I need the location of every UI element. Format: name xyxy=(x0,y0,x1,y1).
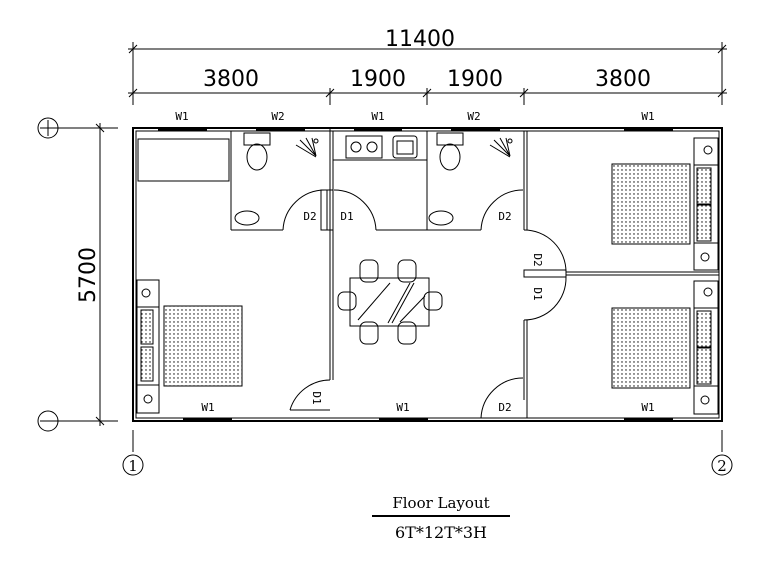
axis-bubble-1 xyxy=(122,454,144,476)
window-label: W1 xyxy=(641,110,654,123)
total-width-dimension: 11400 xyxy=(385,27,455,52)
drawing-spec: 6T*12T*3H xyxy=(395,523,487,542)
window-label: W1 xyxy=(371,110,384,123)
segment-dimension: 3800 xyxy=(203,67,259,92)
shower-icon xyxy=(295,137,319,158)
wardrobe xyxy=(137,138,230,182)
toilet-icon xyxy=(436,132,464,171)
chair-icon xyxy=(337,291,357,311)
door-label: D2 xyxy=(531,253,544,266)
toilet-icon xyxy=(243,132,271,171)
dimension-lines xyxy=(40,42,727,452)
depth-dimension: 5700 xyxy=(76,247,101,303)
window-label: W1 xyxy=(175,110,188,123)
stove-icon xyxy=(345,135,383,159)
chair-icon xyxy=(359,259,379,283)
axis-label-2: 2 xyxy=(717,457,727,475)
segment-dimension: 1900 xyxy=(447,67,503,92)
axis-bubble-bottom xyxy=(37,410,59,432)
axis-bubble-top xyxy=(37,117,59,139)
door-swings xyxy=(282,189,567,419)
door-label: D1 xyxy=(340,210,353,223)
chair-icon xyxy=(359,321,379,345)
window-label: W2 xyxy=(467,110,480,123)
basin-icon xyxy=(428,210,454,226)
window-label: W1 xyxy=(396,401,409,414)
axis-bubble-2 xyxy=(711,454,733,476)
basin-icon xyxy=(234,210,260,226)
chair-icon xyxy=(397,259,417,283)
sink-icon xyxy=(392,135,418,159)
shower-icon xyxy=(489,137,513,158)
door-label: D2 xyxy=(498,210,511,223)
door-label: D2 xyxy=(498,401,511,414)
drawing-title: Floor Layout xyxy=(392,494,489,512)
segment-dimension: 1900 xyxy=(350,67,406,92)
windows xyxy=(158,127,673,422)
door-label: D1 xyxy=(531,287,544,300)
chair-icon xyxy=(423,291,443,311)
bed-lower-right xyxy=(611,280,719,415)
window-label: W2 xyxy=(271,110,284,123)
segment-dimension: 3800 xyxy=(595,67,651,92)
door-label: D1 xyxy=(310,391,323,404)
window-label: W1 xyxy=(641,401,654,414)
bed-left xyxy=(136,279,243,414)
chair-icon xyxy=(397,321,417,345)
axis-label-1: 1 xyxy=(128,457,138,475)
bed-upper-right xyxy=(611,137,719,271)
window-label: W1 xyxy=(201,401,214,414)
dining-table xyxy=(337,259,443,345)
door-label: D2 xyxy=(303,210,316,223)
